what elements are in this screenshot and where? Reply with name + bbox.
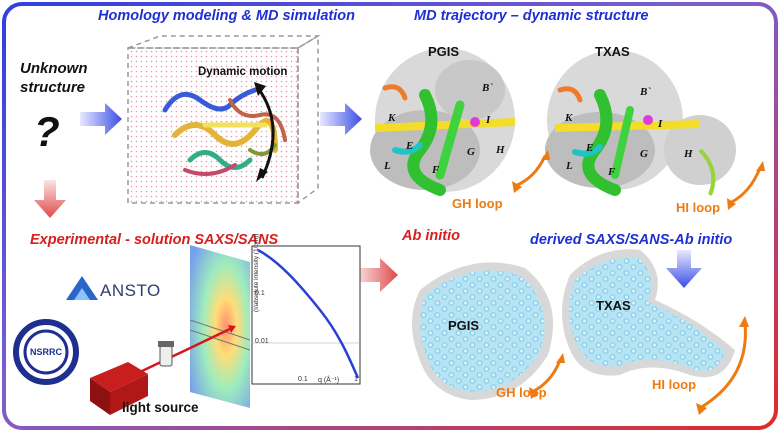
txas-helix-e: E	[586, 142, 594, 154]
plot-xlabel: q (Å⁻¹)	[318, 377, 340, 384]
gh-loop-arrow-top	[514, 155, 547, 188]
pgis-label-top: PGIS	[428, 44, 460, 59]
pgis-helix-l: L	[384, 160, 391, 172]
gh-loop-label-bottom: GH loop	[496, 385, 547, 400]
pgis-trajectory-structure	[370, 48, 516, 196]
hi-loop-arrow-bottom	[699, 322, 747, 410]
plot-ytick-0.01: 0.01	[255, 338, 269, 345]
title-abinitio: Ab initio	[402, 228, 460, 244]
sample-vial	[159, 345, 173, 367]
txas-helix-h: H	[684, 148, 693, 160]
scattering-curve	[257, 248, 360, 379]
txas-label-top: TXAS	[595, 44, 630, 59]
unknown-line1: Unknown	[20, 60, 88, 77]
nsrrc-logo	[13, 319, 79, 385]
gh-loop-label-top: GH loop	[452, 196, 503, 211]
txas-helix-g: G	[640, 148, 648, 160]
question-mark: ?	[34, 108, 60, 155]
md-simulation-box	[127, 34, 321, 205]
txas-helix-k: K	[565, 112, 573, 124]
title-experimental: Experimental - solution SAXS/SANS	[30, 232, 279, 248]
plot-ytick-0.1: 0.1	[255, 290, 265, 297]
pgis-helix-g: G	[467, 146, 475, 158]
pgis-label-bottom: PGIS	[448, 318, 480, 333]
plot-xtick-1: 1	[354, 376, 358, 383]
ansto-logo	[66, 276, 98, 300]
motion-arrow	[256, 87, 275, 179]
arrow-to-trajectory	[320, 103, 362, 135]
txas-bead-model	[561, 249, 735, 378]
pgis-bead-model	[411, 262, 554, 400]
pgis-helix-k: K	[388, 112, 396, 124]
beam-line	[139, 326, 233, 374]
pgis-helix-h: H	[496, 144, 505, 156]
pgis-helix-b: B`	[482, 82, 493, 94]
dynamic-motion-label: Dynamic motion	[198, 66, 288, 78]
hi-loop-label-bottom: HI loop	[652, 377, 697, 392]
txas-helix-l: L	[566, 160, 573, 172]
ansto-logo-text: ANSTO	[100, 281, 161, 300]
title-homology: Homology modeling & MD simulation	[98, 8, 355, 24]
nsrrc-logo-text: NSRRC	[30, 347, 63, 357]
pgis-helix-f: F	[432, 164, 440, 176]
txas-helix-b: B`	[640, 86, 651, 98]
pgis-helix-e: E	[406, 140, 414, 152]
plot-xtick-0.1: 0.1	[298, 376, 308, 383]
scattering-plot	[251, 245, 361, 385]
hi-loop-arrow-top	[729, 167, 762, 205]
hi-loop-label-top: HI loop	[676, 200, 721, 215]
protein-ribbon-md	[162, 87, 287, 176]
gh-loop-arrow-bottom	[531, 359, 562, 394]
txas-trajectory-structure	[545, 50, 736, 196]
arrow-to-derived	[666, 250, 702, 288]
arrow-to-experiment	[34, 180, 66, 218]
pgis-helix-i: I	[486, 114, 491, 126]
arrow-to-abinitio	[356, 258, 398, 292]
arrow-to-md	[80, 103, 122, 135]
title-trajectory: MD trajectory – dynamic structure	[414, 8, 649, 24]
plot-ylabel: (I/absolute intensity (1/cm))	[253, 233, 260, 312]
txas-helix-f: F	[608, 166, 616, 178]
unknown-line2: structure	[20, 79, 86, 96]
scattering-setup	[90, 245, 361, 415]
light-source-label: light source	[122, 400, 199, 415]
txas-label-bottom: TXAS	[596, 298, 631, 313]
light-source-box	[90, 362, 148, 392]
title-derived: derived SAXS/SANS-Ab initio	[530, 232, 733, 248]
detector-panel	[190, 245, 250, 408]
txas-helix-i: I	[658, 118, 663, 130]
